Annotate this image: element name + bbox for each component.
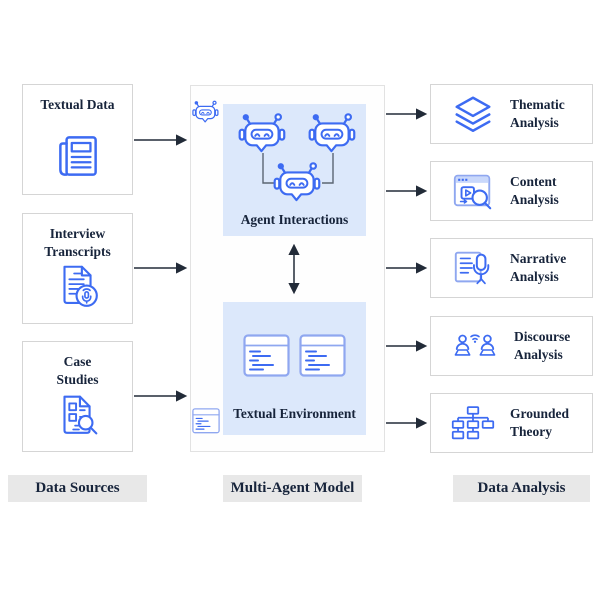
analysis-box-content: Content Analysis <box>430 161 593 221</box>
analysis-title: Narrative Analysis <box>510 250 567 284</box>
layers-icon <box>451 92 495 136</box>
analysis-box-thematic: Thematic Analysis <box>430 84 593 144</box>
agent-interactions-title: Agent Interactions <box>240 212 349 227</box>
analysis-title: Grounded Theory <box>510 405 570 439</box>
source-title: Case Studies <box>56 354 99 387</box>
robot-icon <box>192 100 220 125</box>
source-box-textual-data: Textual Data <box>22 84 133 195</box>
analysis-box-narrative: Narrative Analysis <box>430 238 593 298</box>
media-magnifier-icon <box>451 169 495 213</box>
text-card-icon <box>192 408 220 434</box>
textual-environment-title: Textual Environment <box>233 406 356 421</box>
analysis-title: Content Analysis <box>510 173 559 207</box>
agent-interactions-panel: Agent Interactions <box>223 104 366 236</box>
org-chart-icon <box>451 405 495 441</box>
column-label-multi-agent-model: Multi-Agent Model <box>223 475 362 502</box>
multi-agent-model-box: Agent Interactions Textual Environment <box>190 85 385 452</box>
column-label-data-sources: Data Sources <box>8 475 147 502</box>
analysis-box-grounded: Grounded Theory <box>430 393 593 453</box>
people-network-icon <box>451 329 499 363</box>
doc-magnifier-icon <box>51 388 105 442</box>
analysis-title: Discourse Analysis <box>514 328 571 362</box>
textual-environment-panel: Textual Environment <box>223 302 366 435</box>
source-title: Interview Transcripts <box>44 226 111 259</box>
source-title: Textual Data <box>40 97 115 112</box>
transcript-mic-icon <box>51 260 105 314</box>
analysis-title: Thematic Analysis <box>510 96 565 130</box>
newspaper-icon <box>50 128 106 184</box>
column-label-data-analysis: Data Analysis <box>453 475 590 502</box>
analysis-box-discourse: Discourse Analysis <box>430 316 593 376</box>
source-box-case-studies: Case Studies <box>22 341 133 452</box>
agent-robots-graphic <box>238 112 356 202</box>
source-box-interview-transcripts: Interview Transcripts <box>22 213 133 324</box>
doc-microphone-icon <box>451 246 495 290</box>
